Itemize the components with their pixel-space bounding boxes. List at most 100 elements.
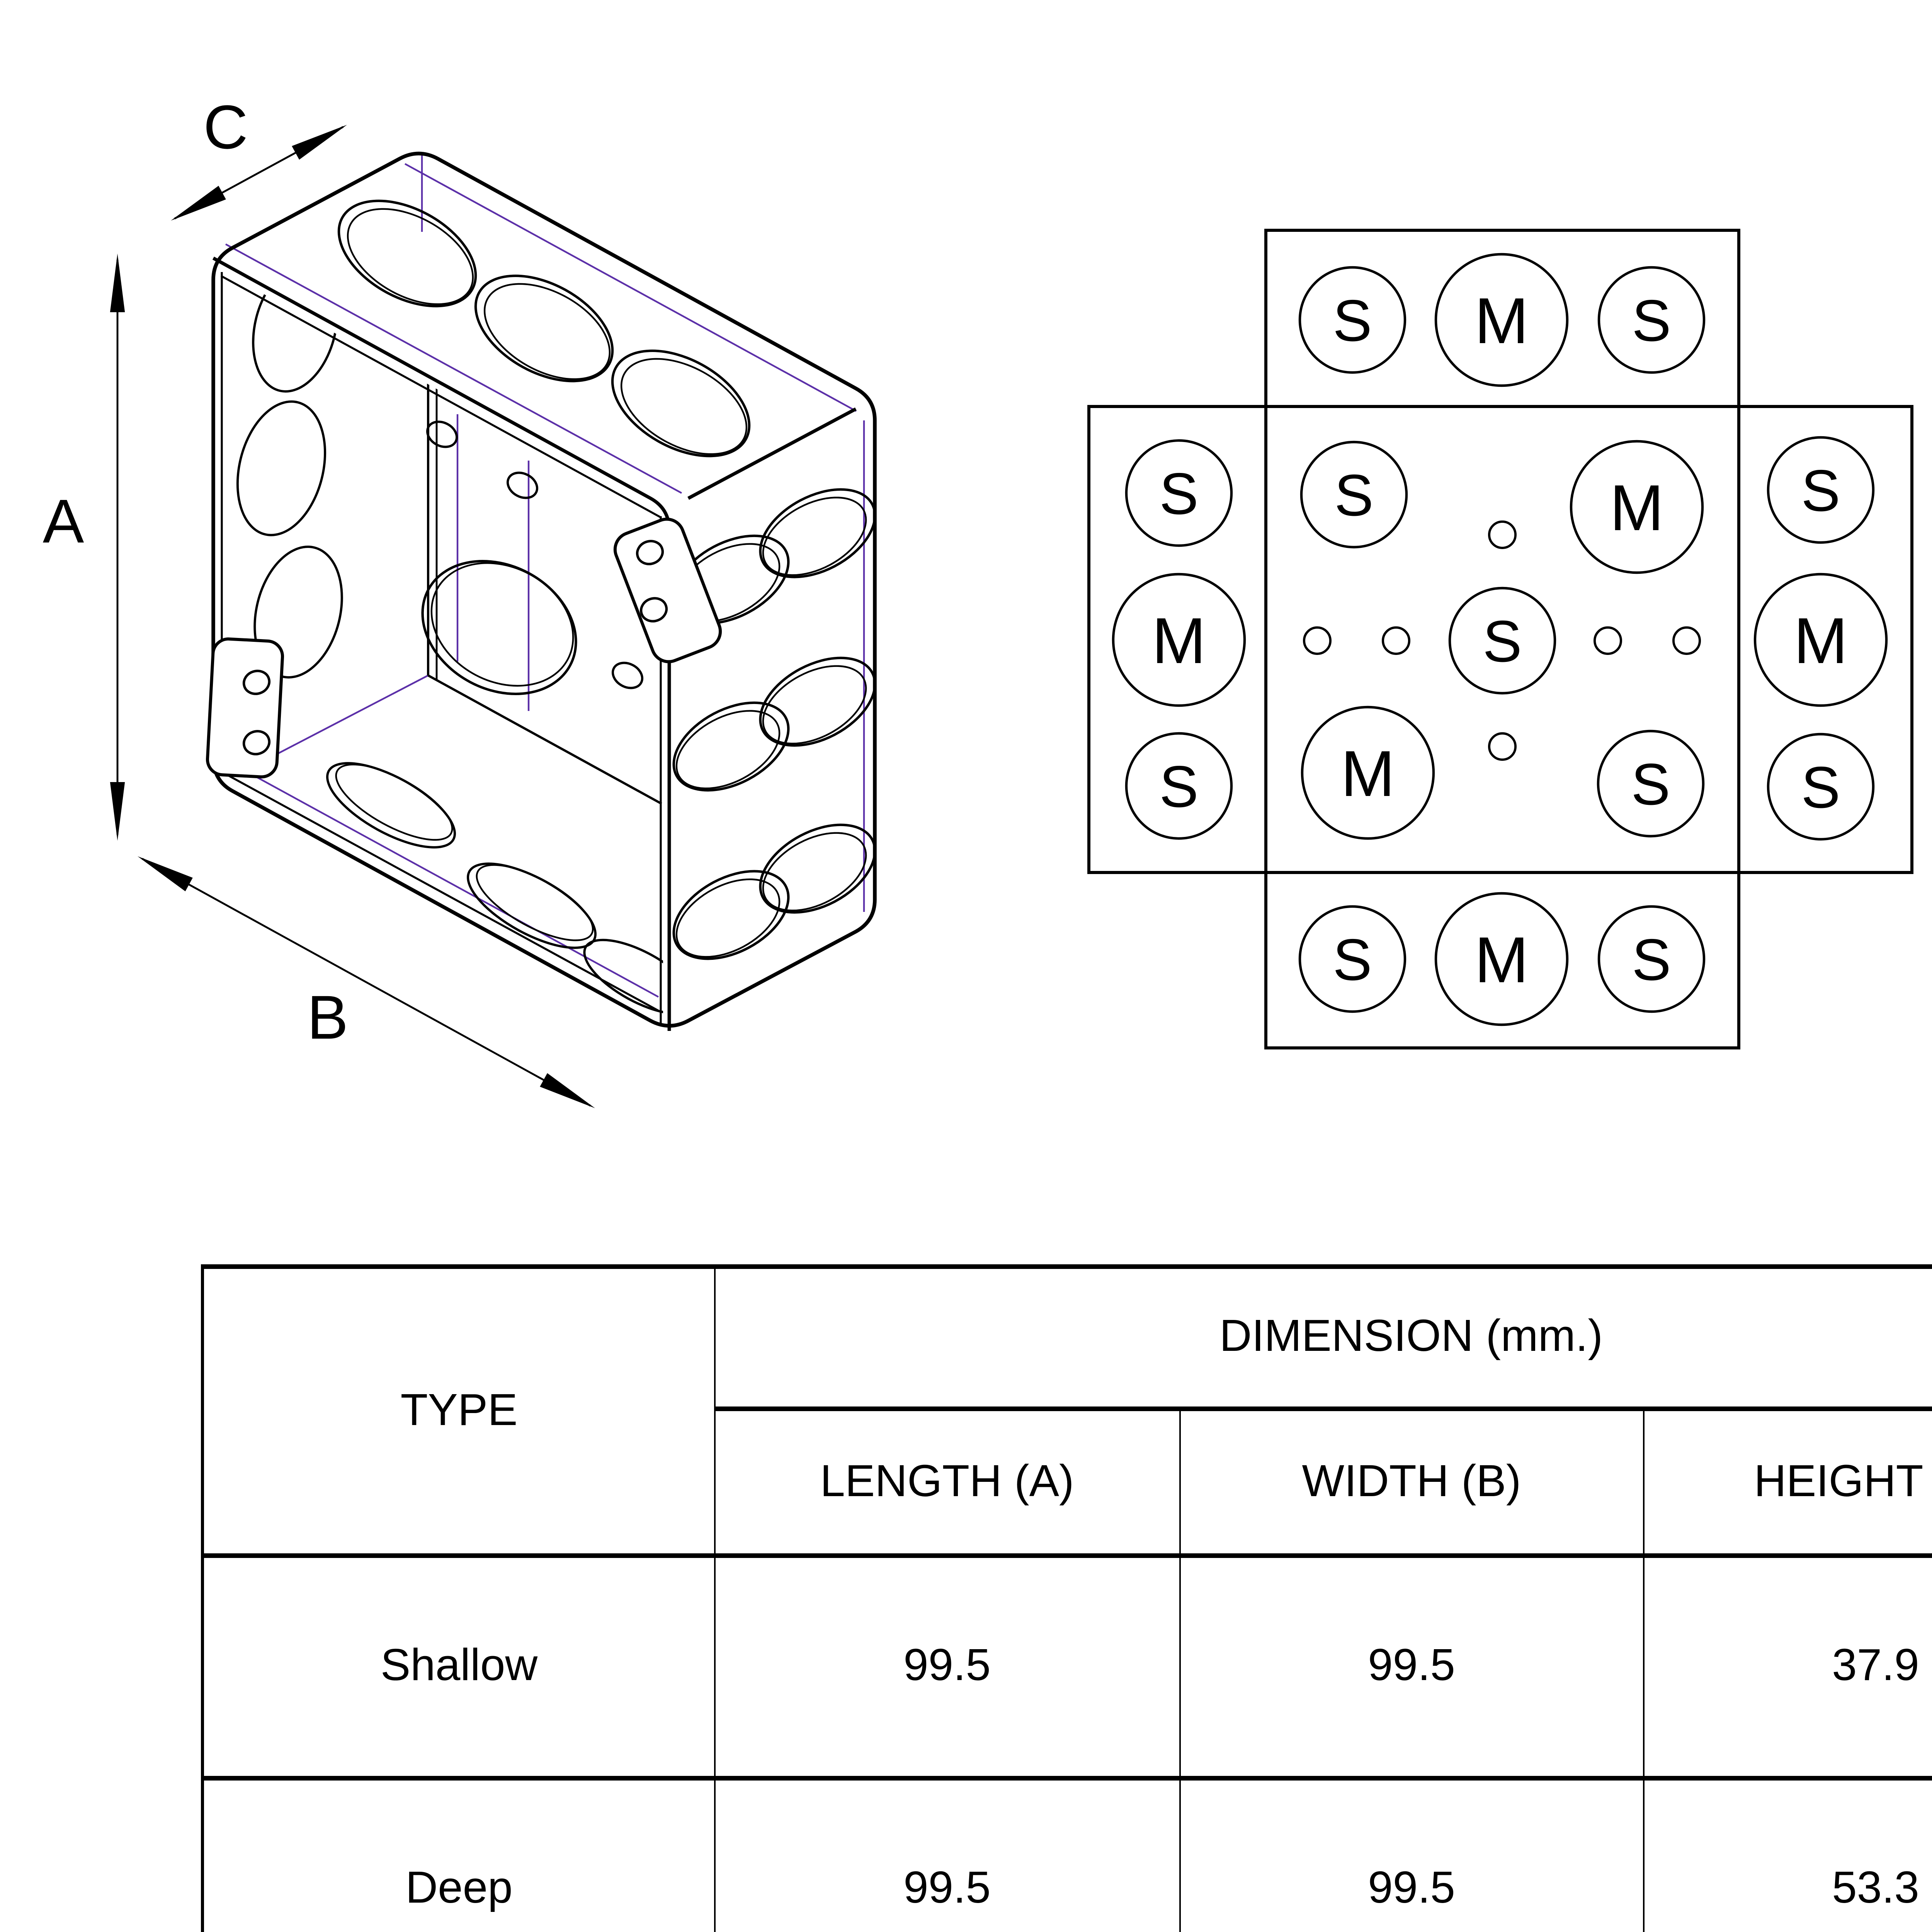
box-interior (231, 269, 663, 1015)
hidden-top-tangent (225, 243, 682, 494)
vertical-panel-outline (1264, 229, 1740, 1049)
hidden-top-tangent (404, 163, 857, 412)
knockout-label: S (1333, 927, 1372, 993)
knockout-label: S (1334, 463, 1373, 528)
cell-width: 99.5 (1179, 1776, 1645, 1932)
knockout-ellipse (583, 939, 663, 1015)
mounting-hole (426, 420, 458, 448)
knockout-ellipse (759, 656, 876, 747)
knockout-label: M (1152, 604, 1206, 677)
knockout-label: S (1801, 755, 1840, 820)
cell-height: 37.9 (1643, 1553, 1932, 1781)
knockout-label: S (1632, 927, 1671, 993)
knockout-m (1434, 892, 1569, 1026)
knockout-s (1300, 440, 1408, 549)
knockout-ellipse (337, 199, 477, 308)
knockout-ellipse (252, 269, 338, 393)
mounting-hole (506, 471, 539, 499)
knockout-s (1597, 266, 1706, 374)
table-row: Shallow 99.5 99.5 37.9 (202, 1553, 1932, 1781)
knockout-s (1298, 905, 1406, 1013)
dimensions-table: TYPE DIMENSION (mm.) LENGTH (A) WIDTH (B… (201, 1264, 1932, 1932)
inner-floor-edge (427, 674, 662, 805)
arrowhead-icon (138, 856, 193, 891)
knockout-m (1570, 440, 1704, 574)
knockout-ellipse (759, 488, 876, 578)
knockout-s (1298, 266, 1406, 374)
mounting-hole (1382, 626, 1410, 655)
cell-length: 99.5 (714, 1776, 1180, 1932)
bracket-hole (242, 670, 271, 695)
knockout-ellipse (672, 870, 790, 960)
horizontal-panel-outline (1087, 405, 1913, 874)
rim-thickness-line (220, 275, 662, 519)
table-header-height: HEIGHT (C) (1643, 1406, 1932, 1558)
bracket-hole (242, 730, 271, 755)
cell-type: Deep (202, 1776, 716, 1932)
bracket-hole (636, 540, 664, 565)
table-header-width: WIDTH (B) (1179, 1406, 1645, 1558)
knockout-ellipse (611, 349, 751, 457)
knockout-s (1597, 905, 1706, 1013)
knockout-ellipse-inner (762, 832, 867, 912)
knockout-label: S (1631, 752, 1670, 817)
dimension-label-b: B (307, 983, 349, 1052)
mounting-hole (611, 662, 644, 689)
knockout-ellipse-inner (335, 764, 453, 841)
cell-length: 99.5 (714, 1553, 1180, 1781)
mounting-hole (1303, 626, 1332, 655)
dimension-arrow-c: C (171, 92, 347, 221)
knockout-ellipse (474, 274, 614, 383)
mounting-hole (1594, 626, 1622, 655)
knockout-ellipse-inner (476, 864, 594, 941)
knockout-s (1767, 436, 1875, 544)
left-mounting-bracket (206, 637, 284, 779)
dimension-arrow-b: B (138, 856, 595, 1108)
knockout-label: M (1794, 604, 1848, 677)
arrowhead-icon (110, 253, 125, 312)
knockout-ellipse-inner (675, 878, 781, 958)
rim-thickness-line (222, 771, 662, 1014)
right-mounting-bracket (613, 517, 722, 663)
dimension-label-c: C (203, 92, 248, 162)
arrowhead-icon (292, 125, 347, 160)
cell-width: 99.5 (1179, 1553, 1645, 1781)
top-face-knockouts (337, 199, 751, 457)
knockout-label: M (1475, 284, 1529, 357)
knockout-label: M (1610, 471, 1664, 544)
knockout-ellipse (759, 823, 876, 914)
knockout-s (1767, 733, 1875, 841)
right-face-knockouts (672, 488, 876, 960)
bracket-tab (613, 517, 722, 663)
arrowhead-icon (171, 185, 226, 221)
knockout-label: S (1801, 458, 1840, 524)
table-row: Deep 99.5 99.5 53.3 (202, 1776, 1932, 1932)
knockout-ellipse-inner (762, 665, 867, 745)
knockout-label: S (1159, 461, 1198, 527)
box-silhouette (211, 151, 877, 1028)
knockout-ellipse (672, 701, 790, 792)
knockout-m (1301, 706, 1435, 840)
dimension-line (141, 858, 591, 1107)
inner-top-edge (429, 269, 662, 384)
knockout-label: S (1632, 288, 1671, 354)
knockout-label: S (1333, 288, 1372, 354)
table-header-type: TYPE (202, 1264, 716, 1558)
knockout-ellipse-inner (483, 283, 611, 380)
knockout-label: S (1159, 754, 1198, 820)
knockout-ellipse-inner (620, 358, 748, 455)
mounting-hole (1488, 520, 1517, 549)
knockout-layout-diagram: S M S S M S S M S S M S S M S M (1087, 229, 1913, 1049)
top-face-right-edge (687, 407, 857, 500)
knockout-ellipse (326, 762, 456, 849)
arrowhead-icon (110, 782, 125, 841)
bracket-hole (639, 597, 668, 622)
knockout-label: M (1475, 923, 1529, 996)
knockout-ellipse-inner (675, 710, 781, 789)
knockout-m (1753, 573, 1888, 707)
knockout-label: S (1483, 609, 1522, 674)
knockout-m (1112, 573, 1246, 707)
dimension-label-a: A (43, 486, 84, 556)
